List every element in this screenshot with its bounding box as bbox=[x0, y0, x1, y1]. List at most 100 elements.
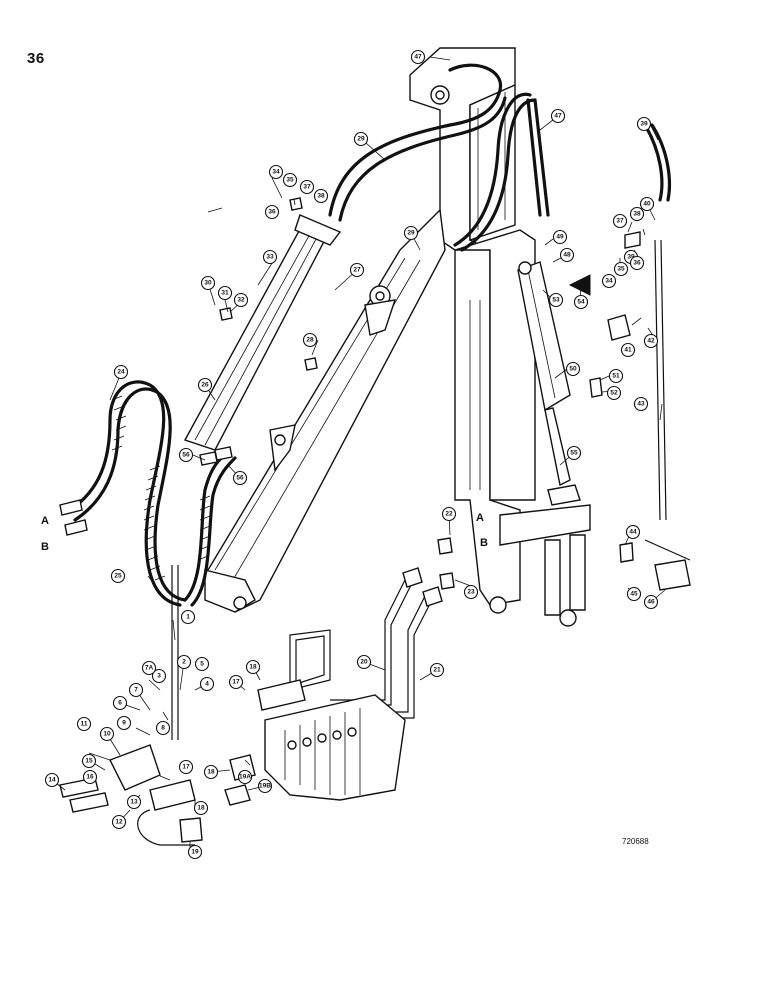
callout-35: 35 bbox=[282, 172, 298, 188]
svg-text:49: 49 bbox=[556, 234, 564, 241]
callout-38a: 38 bbox=[313, 188, 329, 204]
callout-7a: 7A bbox=[141, 660, 157, 676]
svg-text:19: 19 bbox=[191, 849, 199, 856]
callout-32: 32 bbox=[233, 292, 249, 308]
right-port-b-label: B bbox=[480, 537, 488, 549]
svg-text:35: 35 bbox=[286, 177, 294, 184]
callout-55: 55 bbox=[566, 445, 582, 461]
svg-text:22: 22 bbox=[445, 511, 453, 518]
crowd-cylinder bbox=[183, 214, 342, 451]
svg-text:37: 37 bbox=[303, 184, 311, 191]
callout-53: 53 bbox=[548, 292, 564, 308]
callout-51: 51 bbox=[608, 368, 624, 384]
svg-text:19B: 19B bbox=[259, 783, 271, 790]
svg-text:41: 41 bbox=[624, 347, 632, 354]
svg-text:44: 44 bbox=[629, 529, 637, 536]
svg-text:21: 21 bbox=[433, 667, 441, 674]
callout-47b: 47 bbox=[550, 108, 566, 124]
svg-text:35: 35 bbox=[617, 266, 625, 273]
svg-text:51: 51 bbox=[612, 373, 620, 380]
callout-36b: 36 bbox=[629, 255, 645, 271]
callout-19b: 19B bbox=[257, 778, 273, 794]
svg-text:1: 1 bbox=[186, 614, 190, 621]
control-valve-bank bbox=[59, 679, 406, 843]
callout-27: 27 bbox=[349, 262, 365, 278]
svg-text:36: 36 bbox=[633, 260, 641, 267]
dipper-arm bbox=[204, 208, 446, 613]
svg-text:5: 5 bbox=[200, 661, 204, 668]
svg-text:38: 38 bbox=[633, 211, 641, 218]
fittings bbox=[59, 197, 691, 607]
callout-20: 20 bbox=[356, 654, 372, 670]
callout-18b: 18 bbox=[203, 764, 219, 780]
svg-text:4: 4 bbox=[205, 681, 209, 688]
callout-29a: 29 bbox=[353, 131, 369, 147]
svg-text:17: 17 bbox=[232, 679, 240, 686]
svg-text:14: 14 bbox=[48, 777, 56, 784]
svg-text:40: 40 bbox=[643, 201, 651, 208]
svg-text:19A: 19A bbox=[239, 774, 251, 781]
callout-30: 30 bbox=[200, 275, 216, 291]
callout-42: 42 bbox=[643, 333, 659, 349]
callout-37: 37 bbox=[299, 179, 315, 195]
svg-text:37: 37 bbox=[616, 218, 624, 225]
svg-text:2: 2 bbox=[182, 659, 186, 666]
svg-text:56: 56 bbox=[236, 475, 244, 482]
callout-7: 7 bbox=[128, 682, 144, 698]
callout-26: 26 bbox=[197, 377, 213, 393]
callout-44: 44 bbox=[625, 524, 641, 540]
svg-text:25: 25 bbox=[114, 573, 122, 580]
svg-text:10: 10 bbox=[103, 731, 111, 738]
svg-text:29: 29 bbox=[407, 230, 415, 237]
callout-6: 6 bbox=[112, 695, 128, 711]
callout-52: 52 bbox=[606, 385, 622, 401]
svg-text:18: 18 bbox=[197, 805, 205, 812]
page-number: 36 bbox=[27, 50, 45, 67]
callout-1: 1 bbox=[180, 609, 196, 625]
svg-text:7A: 7A bbox=[145, 665, 154, 672]
callout-10: 10 bbox=[99, 726, 115, 742]
callout-16: 16 bbox=[82, 769, 98, 785]
svg-text:9: 9 bbox=[122, 720, 126, 727]
svg-text:43: 43 bbox=[637, 401, 645, 408]
svg-text:24: 24 bbox=[117, 369, 125, 376]
callout-40: 40 bbox=[639, 196, 655, 212]
svg-text:20: 20 bbox=[360, 659, 368, 666]
svg-text:29: 29 bbox=[357, 136, 365, 143]
callout-8: 8 bbox=[155, 720, 171, 736]
drawing-code: 720688 bbox=[622, 837, 649, 846]
svg-text:34: 34 bbox=[605, 278, 613, 285]
svg-text:17: 17 bbox=[182, 764, 190, 771]
svg-text:52: 52 bbox=[610, 390, 618, 397]
svg-text:32: 32 bbox=[237, 297, 245, 304]
callout-5: 5 bbox=[194, 656, 210, 672]
callout-29b: 29 bbox=[403, 225, 419, 241]
callout-50: 50 bbox=[565, 361, 581, 377]
svg-text:16: 16 bbox=[86, 774, 94, 781]
callout-36: 36 bbox=[264, 204, 280, 220]
svg-text:55: 55 bbox=[570, 450, 578, 457]
svg-text:45: 45 bbox=[630, 591, 638, 598]
callout-34: 34 bbox=[268, 164, 284, 180]
callout-41: 41 bbox=[620, 342, 636, 358]
callout-56a: 56 bbox=[178, 447, 194, 463]
callout-45: 45 bbox=[626, 586, 642, 602]
svg-text:54: 54 bbox=[577, 299, 585, 306]
svg-text:39: 39 bbox=[640, 121, 648, 128]
callout-18c: 18 bbox=[193, 800, 209, 816]
callout-3: 3 bbox=[151, 668, 167, 684]
callout-9: 9 bbox=[116, 715, 132, 731]
callout-46: 46 bbox=[643, 594, 659, 610]
boom-cylinder bbox=[517, 261, 581, 506]
svg-text:12: 12 bbox=[115, 819, 123, 826]
svg-text:6: 6 bbox=[118, 700, 122, 707]
callout-17a: 17 bbox=[178, 759, 194, 775]
callout-31: 31 bbox=[217, 285, 233, 301]
callout-37b: 37 bbox=[612, 213, 628, 229]
callout-54: 54 bbox=[573, 294, 589, 310]
callout-19a: 19A bbox=[237, 769, 253, 785]
callout-38b: 38 bbox=[629, 206, 645, 222]
svg-text:42: 42 bbox=[647, 338, 655, 345]
svg-text:30: 30 bbox=[204, 280, 212, 287]
